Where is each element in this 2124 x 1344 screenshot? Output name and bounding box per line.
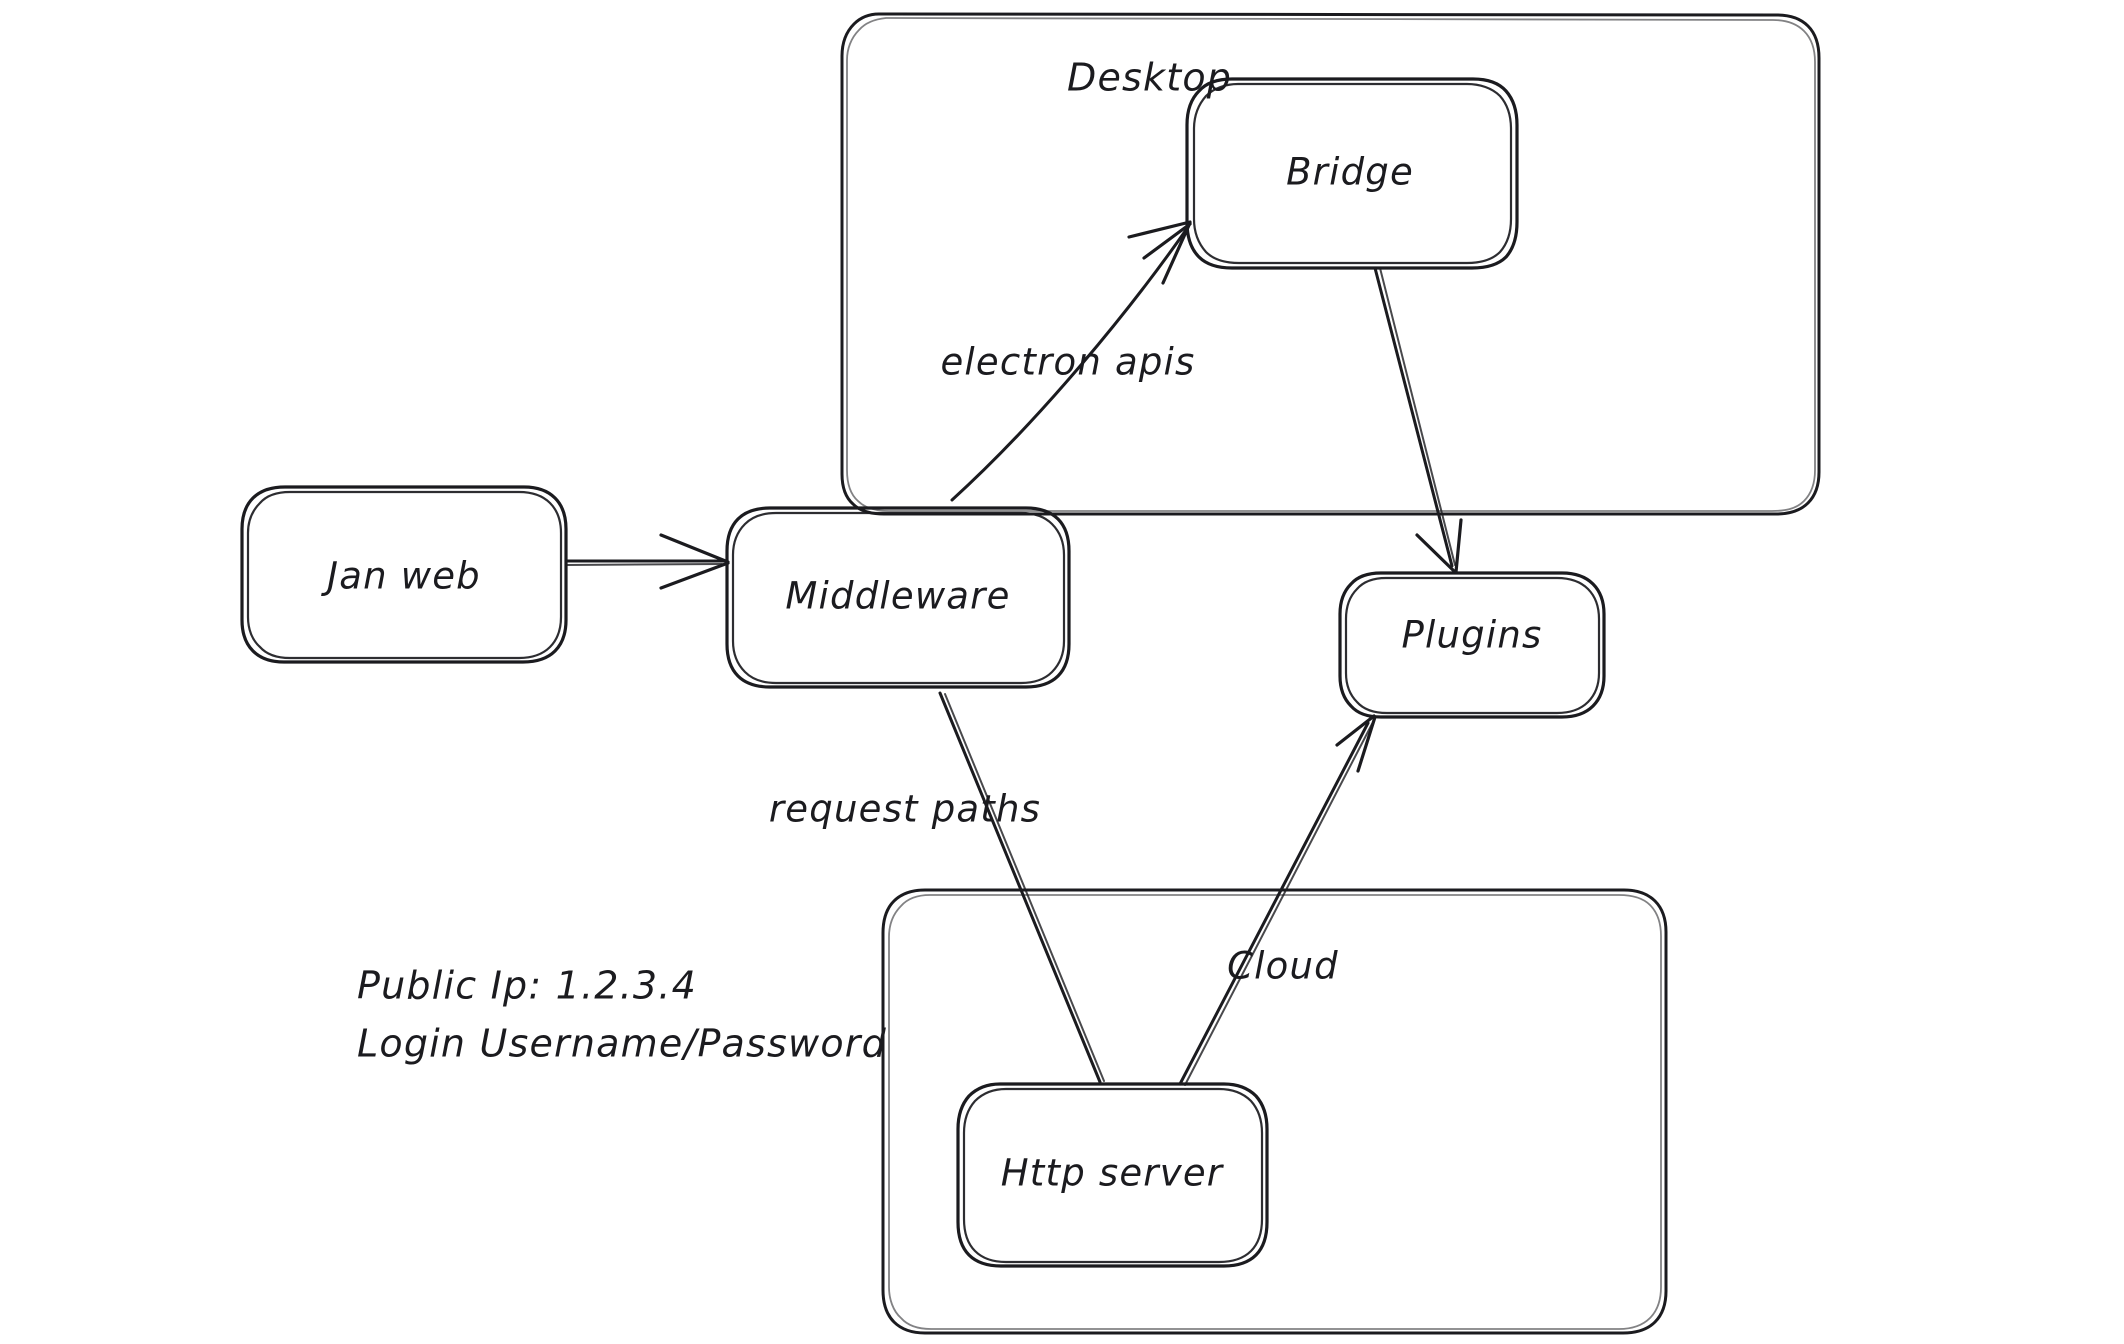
node-bridge[interactable]: Bridge: [1185, 77, 1519, 270]
node-plugins[interactable]: Plugins: [1338, 571, 1606, 719]
node-http-server-label: Http server: [1001, 1152, 1225, 1195]
node-jan-web[interactable]: Jan web: [240, 485, 568, 664]
edge-middleware-to-bridge: electron apis: [940, 220, 1195, 502]
edge-http-server-to-middleware: request paths: [769, 691, 1105, 1084]
node-jan-web-label: Jan web: [320, 555, 481, 598]
node-http-server[interactable]: Http server: [956, 1082, 1269, 1268]
node-bridge-label: Bridge: [1286, 151, 1414, 194]
node-middleware-label: Middleware: [785, 575, 1010, 618]
edge-label-request-paths: request paths: [769, 788, 1041, 831]
group-desktop-label: Desktop: [1067, 56, 1232, 100]
group-cloud[interactable]: [881, 888, 1668, 1335]
note-public-ip: Public Ip: 1.2.3.4: [357, 964, 697, 1008]
group-desktop[interactable]: Desktop: [840, 12, 1821, 516]
edge-label-cloud: Cloud: [1227, 945, 1339, 988]
node-middleware[interactable]: Middleware: [725, 506, 1071, 689]
edge-bridge-to-plugins: [1373, 266, 1463, 574]
edge-jan-web-to-middleware: [564, 533, 730, 590]
node-plugins-label: Plugins: [1402, 614, 1543, 657]
edge-label-electron-apis: electron apis: [940, 341, 1195, 384]
edge-http-server-to-plugins: Cloud: [1178, 714, 1377, 1086]
note-login: Login Username/Password: [357, 1022, 887, 1066]
notes-block: Public Ip: 1.2.3.4 Login Username/Passwo…: [357, 964, 887, 1066]
